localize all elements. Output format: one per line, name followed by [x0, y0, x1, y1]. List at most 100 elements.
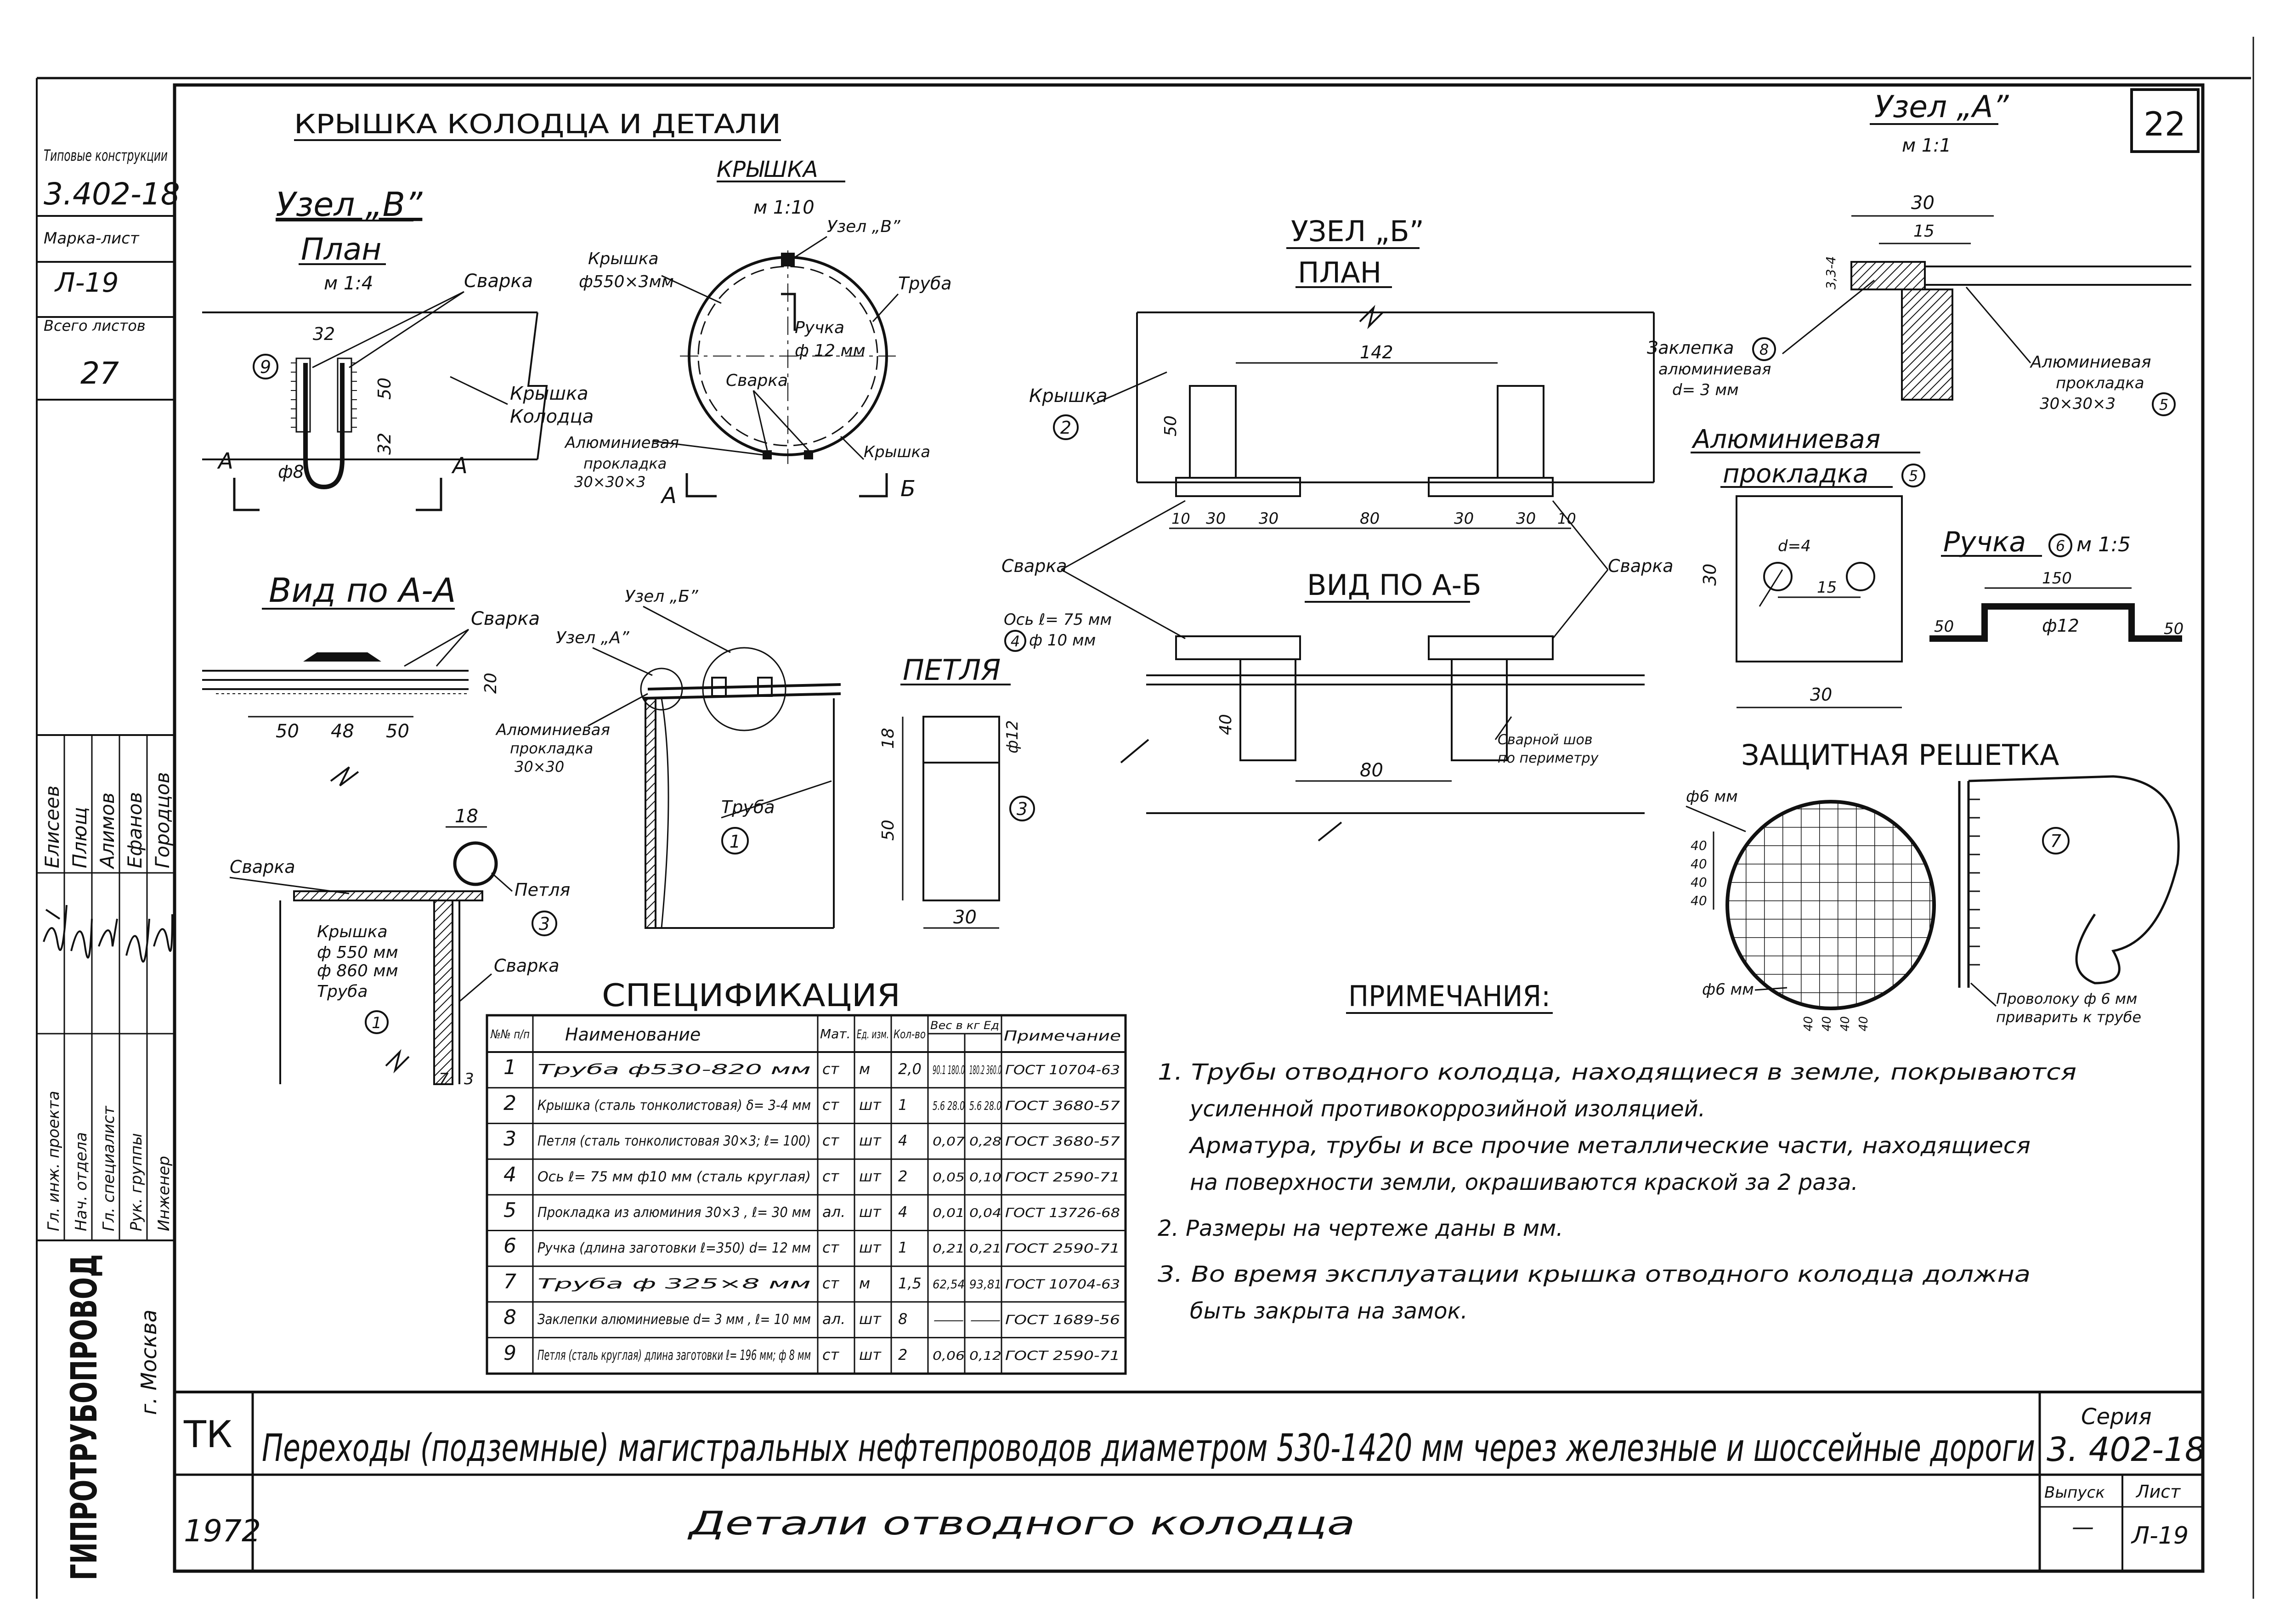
labels-truba: Труба: [317, 982, 368, 1001]
spec-cell: ГОСТ 3680-57: [1005, 1134, 1120, 1149]
dims-d18: 18: [879, 728, 898, 749]
spec-cell: 6: [503, 1234, 516, 1258]
spec-cell: 0,05: [933, 1171, 965, 1184]
spec-cell: ст: [822, 1239, 840, 1256]
titles-node_b_plan_sub: ПЛАН: [1298, 256, 1381, 289]
labels-A: А: [451, 453, 468, 479]
labels-uzel_b_ref: Узел „Б”: [625, 587, 698, 606]
sheet-number-box: 22: [2130, 88, 2200, 153]
spec-cell: —: [969, 1313, 1001, 1327]
spec-cell: ст: [822, 1274, 840, 1292]
title_block-tk: ТК: [183, 1413, 232, 1456]
titles-view_aa: Вид по А-А: [269, 571, 456, 610]
signatures-roles-0: Гл. инж. проекта: [45, 1091, 63, 1231]
dims-d32: 32: [313, 324, 335, 344]
dims-d7: 7: [439, 1070, 449, 1088]
spec-cell: Ось ℓ= 75 мм ф10 мм (сталь круглая): [537, 1169, 811, 1185]
spec-cell: 5.6 28.0: [969, 1099, 1001, 1113]
notes-2: Арматура, трубы и все прочие металлическ…: [1188, 1133, 2031, 1159]
dims-d30: 30: [1810, 685, 1832, 705]
dims-d50: 50: [1161, 415, 1180, 436]
spec-cell: ГОСТ 10704-63: [1005, 1276, 1120, 1291]
spec-cell: 9: [503, 1341, 516, 1365]
spec-cell: 0,04: [969, 1206, 1001, 1220]
spec-cell: Заклепки алюминиевые d= 3 мм , ℓ= 10 мм: [537, 1312, 811, 1328]
dims-d150: 150: [2042, 569, 2072, 588]
notes-6: быть закрыта на замок.: [1190, 1298, 1468, 1324]
dims-d3: 3: [464, 1070, 474, 1088]
dims-d50: 50: [374, 378, 395, 400]
dims-d20: 20: [481, 673, 500, 694]
labels-truba: Труба: [721, 797, 775, 817]
spec-cell: 2: [503, 1092, 516, 1115]
labels-ruchka: Ручка: [795, 318, 844, 337]
spec-cell: 0,21: [969, 1242, 1001, 1256]
dims-d32: 32: [374, 433, 395, 455]
spec-cell: 7: [503, 1270, 516, 1293]
titles-loop: ПЕТЛЯ: [903, 653, 1001, 687]
labels-kryshka: Крышка: [864, 443, 930, 461]
spec-cell: шт: [859, 1310, 882, 1328]
spec-cell: 3: [503, 1127, 516, 1151]
notes-3: на поверхности земли, окрашиваются краск…: [1190, 1170, 1858, 1195]
titles-main: КРЫШКА КОЛОДЦА И ДЕТАЛИ: [294, 108, 781, 140]
callouts-0: 1: [372, 1014, 382, 1032]
titles-cover_scale: м 1:10: [753, 197, 815, 218]
labels-svarka: Сварка: [726, 371, 788, 390]
labels-kryshka_d1: ф 550 мм: [317, 943, 398, 962]
title_block-year: 1972: [184, 1513, 261, 1549]
callouts-3: 4: [1011, 633, 1020, 650]
signatures-names-1: Плющ: [68, 807, 91, 868]
dims-d30: 30: [1516, 509, 1536, 528]
spec-cell: 2: [898, 1167, 907, 1185]
spec-headers-4: Кол-во: [894, 1028, 926, 1041]
node-b-plan: Узел „В” План м 1:4 9 32 50 32 ф8 Сварка…: [202, 185, 594, 511]
spec-cell: м: [859, 1060, 870, 1078]
labels-alum_3: 30×30×3: [574, 473, 645, 491]
side-stamp: Типовые конструкции 3.402-18 Марка-лист …: [37, 147, 180, 401]
notes-5: 3. Во время эксплуатации крышка отводног…: [1158, 1262, 2031, 1287]
title_block-issue_value: —: [2072, 1514, 2094, 1540]
spec-cell: 0,07: [933, 1135, 965, 1149]
callouts-7: 8: [1759, 341, 1769, 358]
labels-zaklepka_1: Заклепка: [1647, 338, 1734, 358]
handwritten-signatures: [43, 905, 173, 963]
labels-truba: Труба: [898, 273, 952, 294]
title-block: ТК Переходы (подземные) магистральных не…: [175, 1391, 2206, 1571]
labels-weld_perimeter_2: по периметру: [1498, 750, 1599, 766]
spec-cell: Труба ф530-820 мм: [537, 1062, 811, 1078]
dims-d30: 30: [1454, 509, 1474, 528]
spec-cell: 8: [503, 1306, 516, 1329]
spec-cell: шт: [859, 1203, 882, 1221]
dims-d40: 40: [1691, 838, 1707, 853]
spec-cell: ГОСТ 10704-63: [1005, 1062, 1120, 1077]
titles-spec_title: СПЕЦИФИКАЦИЯ: [602, 978, 900, 1014]
protective-grid: ЗАЩИТНАЯ РЕШЕТКА ф6 мм ф6 мм 40 40 40 40…: [1686, 738, 2180, 1031]
labels-zaklepka_3: d= 3 мм: [1672, 381, 1739, 399]
dims-d30: 30: [1206, 509, 1226, 528]
titles-view_ab: ВИД ПО А-Б: [1307, 568, 1482, 602]
dims-d30: 30: [953, 907, 977, 928]
org-city: г. Москва: [136, 1309, 161, 1415]
spec-cell: 62,54: [933, 1278, 965, 1291]
titles-node_b: Узел „В”: [276, 185, 423, 224]
title_block-sheet_value: Л-19: [2131, 1522, 2189, 1550]
side_stamp-total: 27: [80, 356, 119, 391]
view-ab: ВИД ПО А-Б 40 80 Ось ℓ= 75 мм ф 10 мм 4 …: [1004, 568, 1645, 842]
spec-cell: 1: [898, 1096, 907, 1114]
callouts-0: 1: [730, 832, 741, 852]
titles-node_b_plan_title: УЗЕЛ „Б”: [1291, 215, 1424, 248]
titles-handle_title: Ручка: [1943, 526, 2026, 558]
cover-plan: КРЫШКА м 1:10 Крышка ф550×3мм Узел „В” Т…: [564, 157, 952, 509]
spec-cell: Крышка (сталь тонколистовая) δ= 3-4 мм: [537, 1098, 811, 1114]
organization: ГИПРОТРУБОПРОВОД г. Москва: [37, 1239, 175, 1580]
spec-cell: 0,21: [933, 1242, 965, 1256]
labels-alum_2: прокладка: [583, 455, 667, 472]
labels-kryshka_cover_2: ф550×3мм: [579, 272, 674, 291]
spec-cell: ГОСТ 3680-57: [1005, 1098, 1120, 1113]
spec-cell: 2,0: [898, 1060, 922, 1078]
spec-cell: 0,10: [969, 1171, 1001, 1184]
spec-cell: ст: [822, 1096, 840, 1114]
titles-node_a: Узел „А”: [1874, 89, 2009, 124]
spec-cell: 180.2 360.0: [969, 1064, 1001, 1077]
